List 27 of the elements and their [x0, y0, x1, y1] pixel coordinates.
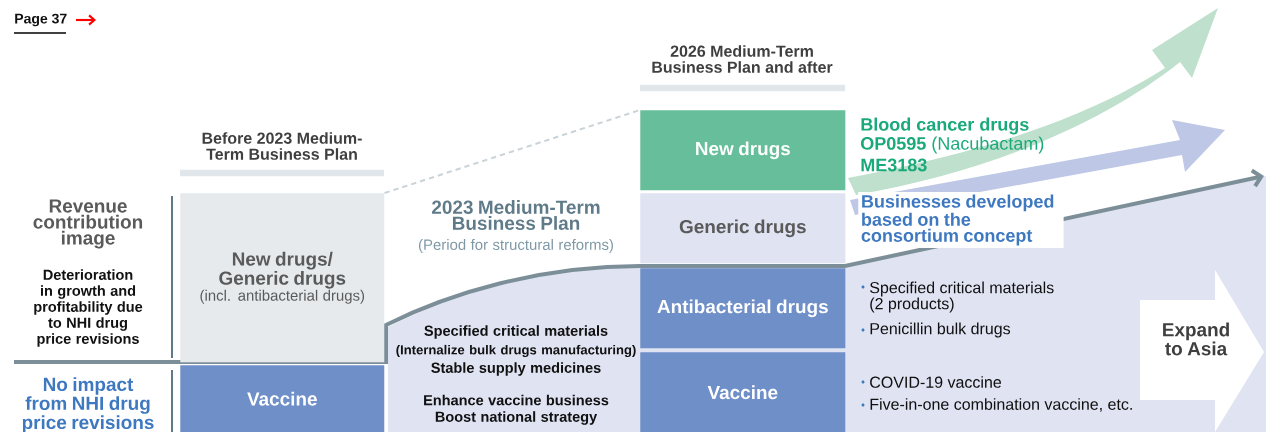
subheading: (Period for structural reforms)	[419, 239, 613, 253]
category-box: Vaccine	[640, 352, 846, 432]
dashed-line	[383, 109, 641, 194]
description-text: Deterioration in growth and profitability due to NHI drug price revisions	[34, 269, 143, 347]
category-box: New drugs	[640, 110, 846, 191]
bullet-text: Five-in-one combination vaccine, etc.	[870, 398, 1132, 412]
business-label: Businesses developed based on the consortium concept	[858, 191, 1064, 249]
category-box: Generic drugs	[640, 193, 846, 264]
category-box: New drugs/ Generic drugs (incl. antibacterial drugs)	[180, 193, 385, 363]
description-text: Stable supply medicines	[431, 362, 601, 376]
description-text: Boost national strategy	[435, 411, 598, 425]
bullet-text: Specified critical materials (2 products)	[870, 281, 1054, 313]
category-box: Vaccine	[180, 365, 385, 432]
description-text: Enhance vaccine business	[424, 394, 609, 406]
product-label: ME3183	[861, 158, 927, 172]
row-heading: No impact from NHI drug price revisions	[22, 377, 154, 432]
row-heading: Revenue contribution image	[33, 199, 143, 249]
product-label: OP0595 (Nacubactam)	[861, 136, 1044, 154]
column-heading: 2023 Medium-Term Business Plan	[432, 200, 600, 230]
column-heading: 2026 Medium-Term Business Plan and after	[652, 45, 833, 73]
description-text: Specified critical materials	[424, 325, 608, 339]
bullet-text: Penicillin bulk drugs	[870, 322, 1011, 338]
category-box: Antibacterial drugs	[640, 268, 846, 349]
description-text: (Internalize bulk drugs manufacturing)	[396, 344, 636, 358]
bullet-text: COVID-19 vaccine	[870, 376, 1001, 388]
column-heading: Before 2023 Medium-Term Business Plan	[202, 132, 362, 160]
page-link: Page 37	[15, 13, 67, 27]
